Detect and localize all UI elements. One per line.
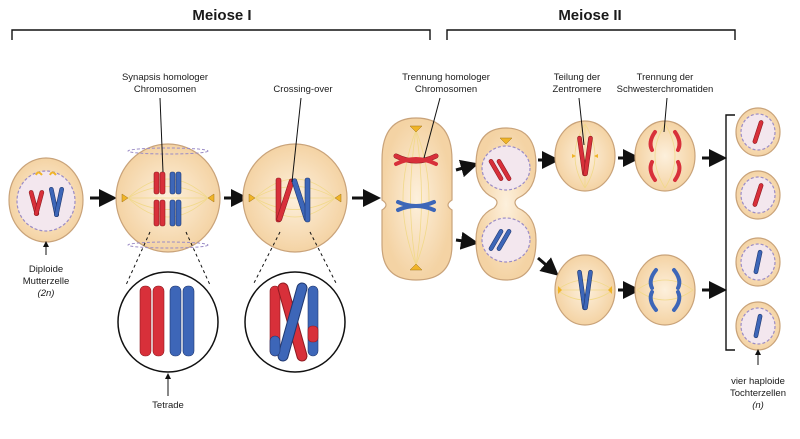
sister-label-1: Trennung der [637,72,694,83]
anaphase-2-top-cell [634,120,696,192]
synapsis-label-2: Chromosomen [134,84,196,95]
daughter-cell-2 [735,170,781,220]
arrow-4b [455,231,479,250]
maternal-chromosome [28,190,45,216]
synapsis-cell [115,143,221,253]
anaphase-2-bottom-cell [634,254,696,326]
crossing-over-cell [242,143,348,253]
daughter-cell-3 [735,237,781,287]
daughter-cell-1 [735,107,781,157]
tetrad-zoom [117,271,219,373]
arrow-4a [455,159,479,178]
mother-cell [8,157,84,243]
synapsis-label-1: Synapsis homologer [122,72,208,83]
tetrad-label: Tetrade [152,400,184,411]
anaphase-1-cell [381,117,453,281]
daughter-cell-4 [735,301,781,351]
separation-label-1: Trennung homologer [402,72,490,83]
daughters-label-1: vier haploide [731,376,785,387]
daughters-bracket [725,114,735,351]
sister-label-2: Schwesterchromatiden [617,84,714,95]
meiosis-2-bracket [446,29,736,40]
synapsis-pointer [159,97,164,173]
metaphase-2-top-cell [554,120,616,192]
sister-pointer [663,97,668,133]
paternal-chromosome [48,186,65,218]
meiosis-1-bracket [11,29,431,40]
crossing-over-pointer [291,97,302,183]
centromere-label-2: Zentromere [552,84,601,95]
daughters-label-2: Tochterzellen [730,388,786,399]
meiosis-2-title: Meiose II [558,7,621,24]
arrow-5b [537,256,559,276]
crossing-over-zoom [244,271,346,373]
separation-label-2: Chromosomen [415,84,477,95]
meiosis-1-title: Meiose I [192,7,251,24]
centromere-pointer [578,97,585,146]
telophase-1-cells [475,127,537,281]
mother-label-1: Diploide [29,264,63,275]
mother-label-2: Mutterzelle [23,276,69,287]
metaphase-2-bottom-cell [554,254,616,326]
separation-pointer [423,97,441,159]
crossing-over-label: Crossing-over [273,84,332,95]
daughters-label-3: (n) [752,400,764,411]
mother-label-3: (2n) [38,288,55,299]
centromere-label-1: Teilung der [554,72,600,83]
